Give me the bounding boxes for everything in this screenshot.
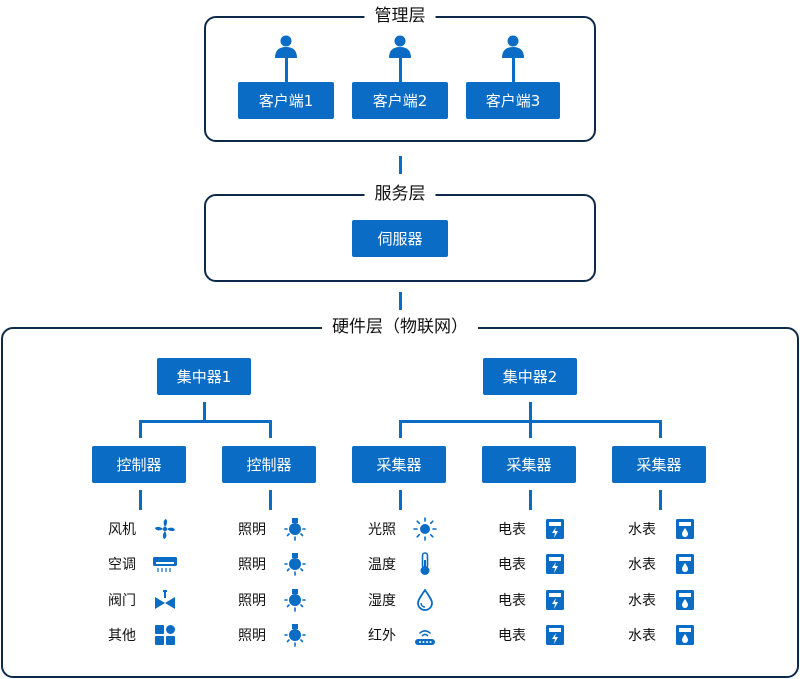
device-item: 电表 [498, 588, 568, 612]
device-item: 水表 [628, 588, 698, 612]
device-label: 水表 [628, 593, 656, 609]
device-label: 照明 [238, 628, 266, 644]
tree-connector [269, 420, 272, 438]
fan-icon [152, 517, 178, 541]
infrared-icon [412, 623, 438, 647]
device-label: 水表 [628, 522, 656, 538]
client-box-1[interactable]: 客户端1 [238, 82, 334, 119]
electric-meter-icon [542, 588, 568, 612]
user-icon [388, 34, 412, 58]
controller-box-2[interactable]: 控制器 [222, 446, 316, 483]
user-icon [501, 34, 525, 58]
device-item: 湿度 [368, 588, 438, 612]
user-icon [274, 34, 298, 58]
sun-icon [412, 517, 438, 541]
water-meter-icon [672, 623, 698, 647]
grid-icon [152, 623, 178, 647]
connector [285, 58, 288, 82]
collector-box-1[interactable]: 采集器 [352, 446, 446, 483]
electric-meter-icon [542, 517, 568, 541]
server-box[interactable]: 伺服器 [352, 220, 448, 257]
light-bulb-icon [282, 623, 308, 647]
device-item: 红外 [368, 623, 438, 647]
valve-icon [152, 588, 178, 612]
device-item: 空调 [108, 552, 178, 576]
device-label: 阀门 [108, 593, 136, 609]
tree-connector [659, 420, 662, 438]
connector [399, 58, 402, 82]
device-connector [529, 490, 532, 510]
tree-connector [203, 402, 206, 422]
device-label: 电表 [498, 522, 526, 538]
water-meter-icon [672, 588, 698, 612]
service-layer-title: 服务层 [364, 183, 436, 205]
device-item: 照明 [238, 552, 308, 576]
device-connector [659, 490, 662, 510]
hardware-layer-title: 硬件层（物联网） [322, 316, 478, 338]
device-item: 其他 [108, 623, 178, 647]
management-layer-title: 管理层 [364, 5, 436, 27]
collector-box-2[interactable]: 采集器 [482, 446, 576, 483]
device-label: 电表 [498, 628, 526, 644]
device-item: 电表 [498, 552, 568, 576]
tree-connector [529, 402, 532, 422]
device-item: 水表 [628, 552, 698, 576]
client-box-2[interactable]: 客户端2 [352, 82, 448, 119]
controller-box-1[interactable]: 控制器 [92, 446, 186, 483]
electric-meter-icon [542, 552, 568, 576]
device-label: 温度 [368, 557, 396, 573]
device-item: 照明 [238, 623, 308, 647]
device-item: 水表 [628, 623, 698, 647]
air-conditioner-icon [152, 552, 178, 576]
device-item: 照明 [238, 517, 308, 541]
concentrator-box-2[interactable]: 集中器2 [483, 358, 577, 395]
device-item: 水表 [628, 517, 698, 541]
device-label: 照明 [238, 522, 266, 538]
device-item: 风机 [108, 517, 178, 541]
tree-connector [139, 420, 272, 423]
device-label: 电表 [498, 557, 526, 573]
device-item: 光照 [368, 517, 438, 541]
device-label: 空调 [108, 557, 136, 573]
light-bulb-icon [282, 517, 308, 541]
water-meter-icon [672, 552, 698, 576]
layer-connector [399, 292, 402, 310]
layer-connector [399, 156, 402, 174]
tree-connector [139, 420, 142, 438]
light-bulb-icon [282, 588, 308, 612]
electric-meter-icon [542, 623, 568, 647]
device-label: 照明 [238, 593, 266, 609]
device-label: 照明 [238, 557, 266, 573]
device-label: 湿度 [368, 593, 396, 609]
device-label: 其他 [108, 628, 136, 644]
thermometer-icon [412, 552, 438, 576]
device-item: 阀门 [108, 588, 178, 612]
connector [512, 58, 515, 82]
device-label: 风机 [108, 522, 136, 538]
device-item: 温度 [368, 552, 438, 576]
device-item: 电表 [498, 623, 568, 647]
client-box-3[interactable]: 客户端3 [466, 82, 560, 119]
device-label: 水表 [628, 628, 656, 644]
device-label: 红外 [368, 628, 396, 644]
device-label: 光照 [368, 522, 396, 538]
water-meter-icon [672, 517, 698, 541]
device-label: 水表 [628, 557, 656, 573]
tree-connector [529, 420, 532, 438]
device-item: 电表 [498, 517, 568, 541]
device-connector [269, 490, 272, 510]
concentrator-box-1[interactable]: 集中器1 [157, 358, 251, 395]
device-connector [399, 490, 402, 510]
device-item: 照明 [238, 588, 308, 612]
tree-connector [399, 420, 402, 438]
collector-box-3[interactable]: 采集器 [612, 446, 706, 483]
device-connector [139, 490, 142, 510]
light-bulb-icon [282, 552, 308, 576]
water-drop-icon [412, 588, 438, 612]
device-label: 电表 [498, 593, 526, 609]
